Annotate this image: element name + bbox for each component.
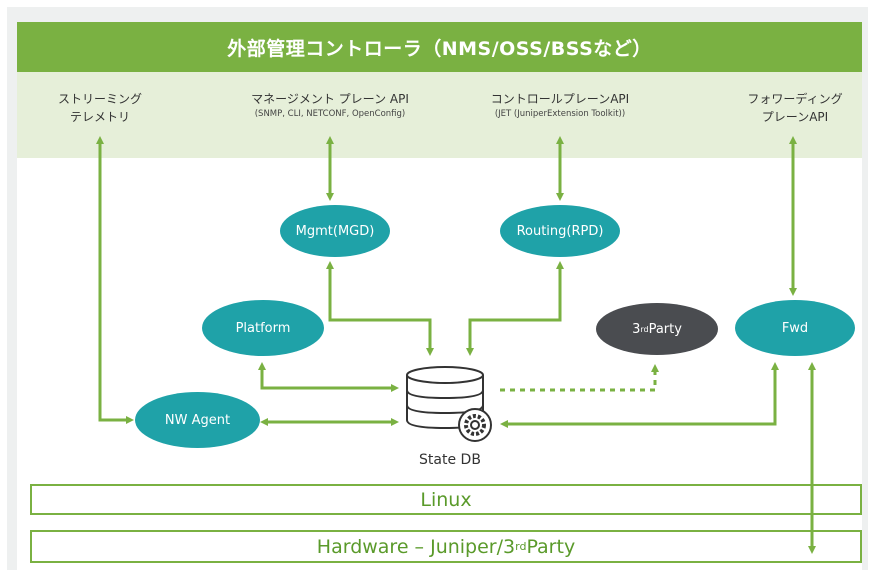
arrow-platform-statedb <box>258 362 399 392</box>
node-routing: Routing(RPD) <box>500 205 620 257</box>
streaming-line1: ストリーミング <box>57 92 142 106</box>
arrow-telemetry-nwagent <box>96 136 134 424</box>
gear-icon <box>458 408 492 442</box>
layer-linux: Linux <box>30 484 862 515</box>
forwarding-api-label: フォワーディング プレーンAPI <box>730 90 860 126</box>
control-sub: (JET (JuniperExtension Toolkit)) <box>494 109 626 119</box>
hardware-sup: rd <box>515 540 527 553</box>
third-party-prefix: 3 <box>632 321 641 337</box>
node-fwd: Fwd <box>735 300 855 356</box>
arrow-mgd-statedb <box>326 261 434 356</box>
controller-title: 外部管理コントローラ（NMS/OSS/BSSなど） <box>17 22 862 72</box>
arrow-statedb-thirdparty <box>500 364 659 392</box>
state-db-label: State DB <box>419 452 481 468</box>
control-line1: コントロールプレーンAPI <box>490 92 630 106</box>
node-nw-agent: NW Agent <box>135 392 260 448</box>
third-party-suffix: Party <box>648 321 682 337</box>
control-api-label: コントロールプレーンAPI (JET (JuniperExtension Too… <box>450 90 670 120</box>
hardware-suffix: Party <box>526 535 576 558</box>
third-party-sup: rd <box>640 324 649 334</box>
management-line1: マネージメント プレーン API <box>251 92 409 106</box>
arrow-statedb-fwd <box>500 362 779 428</box>
node-platform: Platform <box>202 300 324 356</box>
management-api-label: マネージメント プレーン API (SNMP, CLI, NETCONF, Op… <box>210 90 450 120</box>
hardware-prefix: Hardware – Juniper/3 <box>316 535 516 558</box>
forwarding-line2: プレーンAPI <box>761 110 829 124</box>
node-mgmt: Mgmt(MGD) <box>280 205 390 257</box>
streaming-telemetry-label: ストリーミング テレメトリ <box>40 90 160 126</box>
streaming-line2: テレメトリ <box>69 110 130 124</box>
forwarding-line1: フォワーディング <box>747 92 843 106</box>
arrow-rpd-statedb <box>466 261 564 356</box>
node-platform-label: Platform <box>235 320 291 336</box>
management-sub: (SNMP, CLI, NETCONF, OpenConfig) <box>254 109 406 119</box>
